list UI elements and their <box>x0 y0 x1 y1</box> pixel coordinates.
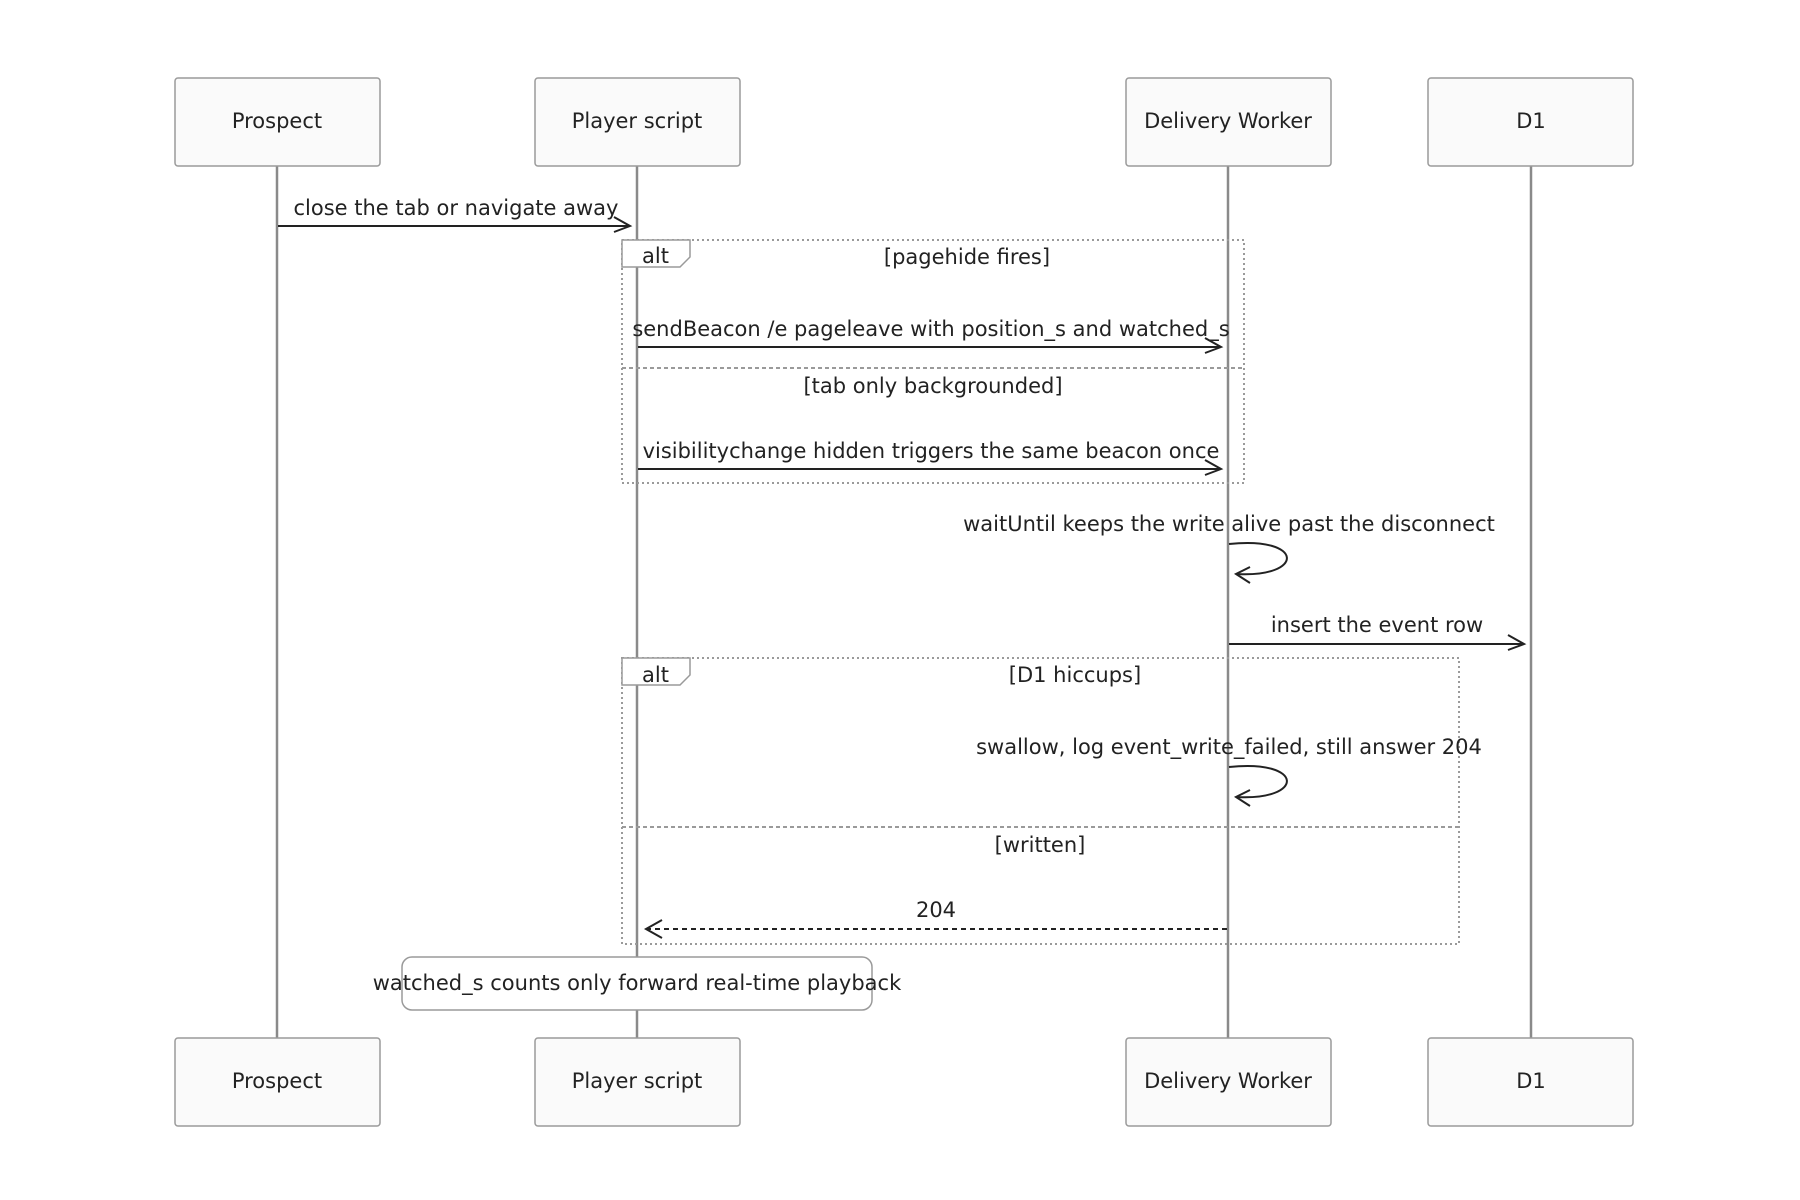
message-label: close the tab or navigate away <box>294 196 619 220</box>
actor-label: D1 <box>1516 109 1546 133</box>
alt-fragment-d1-hiccups: alt [D1 hiccups] [written] <box>621 657 1460 945</box>
fragment-condition: [tab only backgrounded] <box>803 374 1062 398</box>
fragment-condition: [pagehide fires] <box>884 245 1050 269</box>
fragment-keyword: alt <box>642 663 669 687</box>
actor-d1-bottom: D1 <box>1427 1037 1634 1127</box>
message-label: swallow, log event_write_failed, still a… <box>976 735 1482 760</box>
actor-label: Player script <box>572 1069 703 1093</box>
fragment-condition: [written] <box>995 833 1086 857</box>
actor-prospect-bottom: Prospect <box>174 1037 381 1127</box>
note-text: watched_s counts only forward real-time … <box>373 971 902 996</box>
fragment-condition: [D1 hiccups] <box>1009 663 1141 687</box>
message-204-response: 204 <box>643 898 1227 939</box>
fragment-tab <box>621 657 691 686</box>
message-label: insert the event row <box>1271 613 1483 637</box>
actor-d1-top: D1 <box>1427 77 1634 167</box>
arrowhead-icon <box>1204 459 1224 476</box>
message-label: 204 <box>916 898 956 922</box>
actor-player-script-top: Player script <box>534 77 741 167</box>
arrowhead-icon <box>643 919 663 939</box>
message-label: sendBeacon /e pageleave with position_s … <box>632 317 1229 342</box>
message-swallow: swallow, log event_write_failed, still a… <box>976 735 1482 807</box>
actor-label: D1 <box>1516 1069 1546 1093</box>
arrowhead-icon <box>1233 789 1251 807</box>
actor-label: Prospect <box>232 1069 322 1093</box>
message-insert-event-row: insert the event row <box>1229 613 1527 651</box>
actor-label: Prospect <box>232 109 322 133</box>
message-label: visibilitychange hidden triggers the sam… <box>643 439 1220 463</box>
actor-label: Player script <box>572 109 703 133</box>
message-label: waitUntil keeps the write alive past the… <box>963 512 1495 536</box>
arrowhead-icon <box>1233 566 1251 584</box>
actor-delivery-worker-bottom: Delivery Worker <box>1125 1037 1332 1127</box>
actor-label: Delivery Worker <box>1144 109 1312 133</box>
actor-label: Delivery Worker <box>1144 1069 1312 1093</box>
arrowhead-icon <box>613 216 633 233</box>
actor-prospect-top: Prospect <box>174 77 381 167</box>
fragment-tab <box>621 239 691 268</box>
arrowhead-icon <box>1507 634 1527 651</box>
arrowhead-icon <box>1204 337 1224 354</box>
actor-player-script-bottom: Player script <box>534 1037 741 1127</box>
message-close-tab: close the tab or navigate away <box>278 196 633 233</box>
note-watched-s: watched_s counts only forward real-time … <box>373 956 902 1011</box>
fragment-keyword: alt <box>642 244 669 268</box>
message-send-beacon: sendBeacon /e pageleave with position_s … <box>632 317 1230 354</box>
message-wait-until: waitUntil keeps the write alive past the… <box>963 512 1495 584</box>
actor-delivery-worker-top: Delivery Worker <box>1125 77 1332 167</box>
message-visibilitychange: visibilitychange hidden triggers the sam… <box>638 439 1224 476</box>
alt-fragment-pagehide: alt [pagehide fires] [tab only backgroun… <box>621 239 1245 484</box>
